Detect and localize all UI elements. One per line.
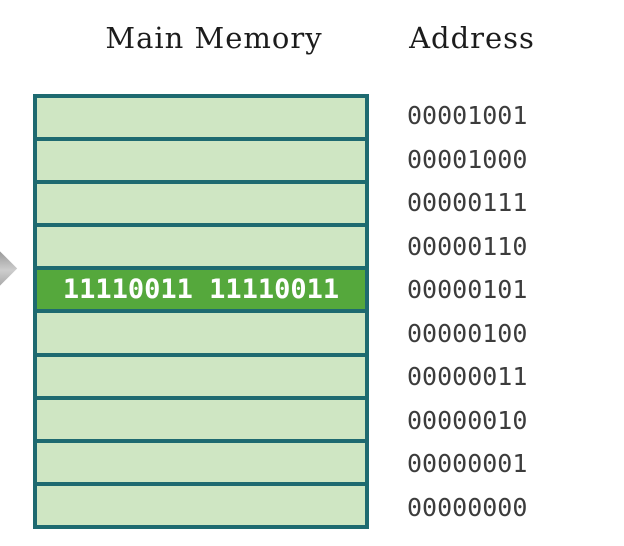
address-label: 00000010: [407, 405, 528, 435]
memory-row-highlighted: 11110011 11110011: [37, 270, 365, 314]
memory-row: [37, 184, 365, 228]
memory-row: [37, 227, 365, 271]
main-memory-title: Main Memory: [105, 21, 323, 55]
address-label: 00000011: [407, 362, 528, 392]
address-label: 00001000: [407, 144, 528, 174]
address-title: Address: [409, 21, 535, 55]
memory-row: [37, 442, 365, 486]
address-label: 00000101: [407, 275, 528, 305]
memory-table: 11110011 11110011: [33, 94, 369, 529]
memory-row: [37, 356, 365, 400]
address-label: 00000110: [407, 231, 528, 261]
address-column: 00001001 00001000 00000111 00000110 00000101…: [407, 94, 547, 529]
memory-row: [37, 313, 365, 357]
address-label: 00000000: [407, 492, 528, 522]
address-label: 00000001: [407, 449, 528, 479]
chevron-right-icon: [0, 250, 18, 287]
memory-row: [37, 98, 365, 142]
memory-row: [37, 399, 365, 443]
memory-row: [37, 141, 365, 185]
memory-cell-content: 11110011 11110011: [62, 274, 340, 306]
memory-row: [37, 485, 365, 525]
address-label: 00001001: [407, 101, 528, 131]
address-label: 00000111: [407, 188, 528, 218]
address-label: 00000100: [407, 318, 528, 348]
